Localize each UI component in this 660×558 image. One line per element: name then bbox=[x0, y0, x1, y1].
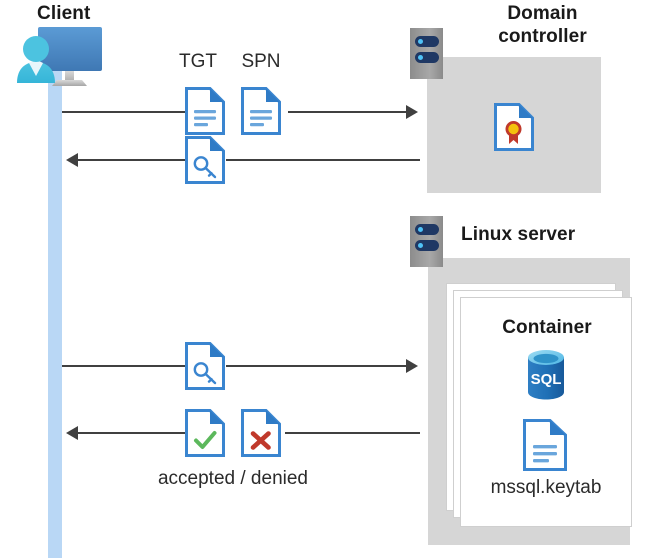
accepted-denied-caption: accepted / denied bbox=[157, 468, 308, 489]
denied-document-cross-icon bbox=[241, 409, 281, 457]
domain-controller-title-line2: controller bbox=[498, 26, 587, 47]
domain-controller-title-line1: Domain bbox=[507, 3, 578, 24]
tgt-label: TGT bbox=[179, 51, 217, 72]
sql-database-icon: SQL bbox=[519, 348, 573, 402]
linux-server-server-rack-icon bbox=[410, 216, 443, 267]
tgt-document-lines-icon bbox=[185, 87, 225, 135]
flow-ticket-response-line-right bbox=[226, 159, 420, 161]
flow-tgt-spn-line-left bbox=[62, 111, 185, 113]
certificate-document-icon bbox=[494, 103, 534, 151]
ticket-document-key-icon bbox=[185, 136, 225, 184]
flow-ticket-presented-arrowhead bbox=[406, 359, 418, 373]
keytab-filename-label: mssql.keytab bbox=[490, 477, 602, 498]
flow-ticket-response-line-left bbox=[78, 159, 185, 161]
spn-document-lines-icon bbox=[241, 87, 281, 135]
presented-document-key-icon bbox=[185, 342, 225, 390]
svg-text:SQL: SQL bbox=[531, 371, 562, 388]
flow-ticket-response-arrowhead bbox=[66, 153, 78, 167]
flow-tgt-spn-line-right bbox=[288, 111, 412, 113]
flow-ticket-presented-line-right bbox=[226, 365, 412, 367]
domain-controller-server-rack-icon bbox=[410, 28, 443, 79]
spn-label: SPN bbox=[241, 51, 281, 72]
container-title: Container bbox=[502, 317, 592, 338]
flow-ticket-presented-line-left bbox=[62, 365, 185, 367]
flow-tgt-spn-arrowhead bbox=[406, 105, 418, 119]
flow-accepted-denied-line-left bbox=[78, 432, 185, 434]
client-title: Client bbox=[37, 3, 91, 24]
domain-controller-title: Domain controller bbox=[455, 2, 630, 48]
flow-accepted-denied-line-right bbox=[285, 432, 420, 434]
linux-server-title: Linux server bbox=[461, 224, 576, 245]
keytab-document-icon bbox=[523, 419, 567, 471]
container-stack-card-front: Container bbox=[460, 297, 632, 527]
accepted-document-check-icon bbox=[185, 409, 225, 457]
client-lifeline bbox=[48, 60, 62, 558]
client-user-monitor-icon bbox=[8, 24, 114, 96]
flow-accepted-denied-arrowhead bbox=[66, 426, 78, 440]
